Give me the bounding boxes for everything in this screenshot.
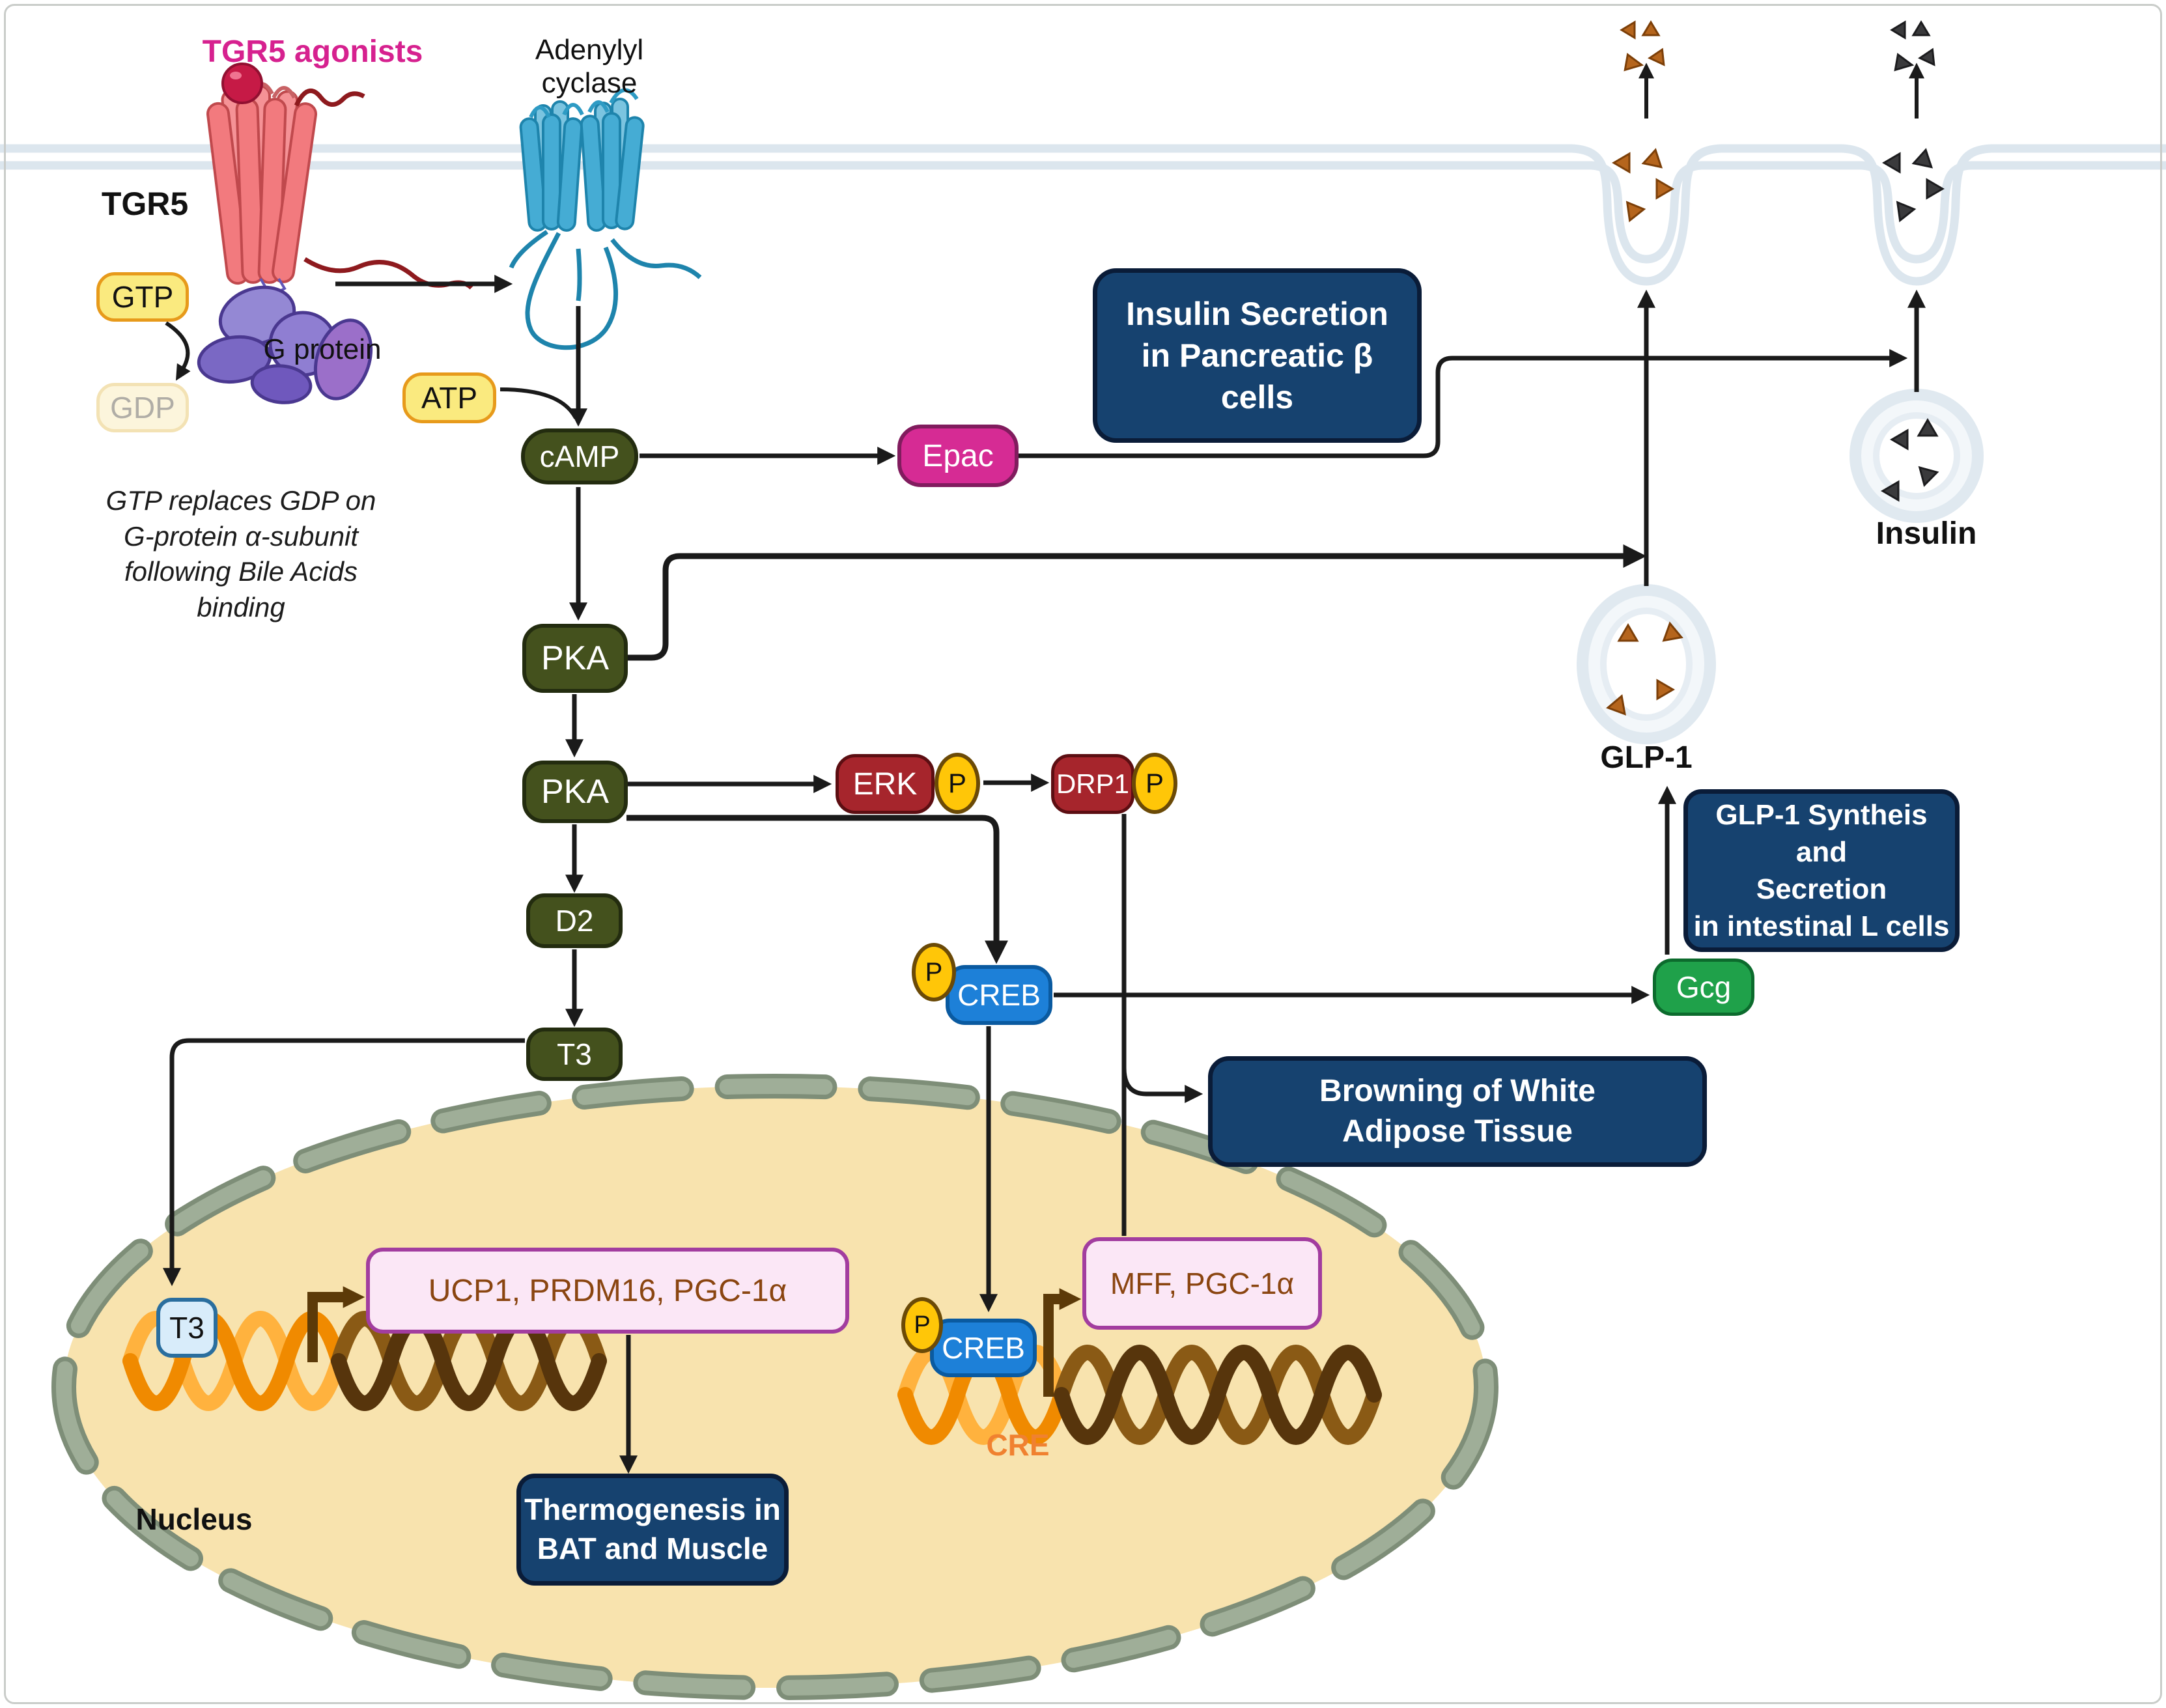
drp1-phospho-icon: P bbox=[1132, 753, 1177, 814]
erk-phospho-icon: P bbox=[935, 753, 980, 814]
insulin-secretion-box: Insulin Secretion in Pancreatic β cells bbox=[1093, 268, 1422, 443]
nucleus-label: Nucleus bbox=[135, 1502, 253, 1536]
mff-genes-box: MFF, PGC-1α bbox=[1082, 1237, 1322, 1330]
thermogenesis-box: Thermogenesis in BAT and Muscle bbox=[516, 1474, 789, 1586]
glp1-secreted-particles bbox=[1612, 20, 1674, 223]
curve-atp-join bbox=[499, 387, 578, 419]
erk-pill: ERK bbox=[836, 754, 935, 814]
arrow-pka-to-glp1-secretion bbox=[628, 544, 1647, 661]
g-protein-label: G protein bbox=[263, 333, 382, 365]
atp-pill: ATP bbox=[402, 372, 496, 423]
creb-nucleus-pill: CREB bbox=[930, 1319, 1037, 1377]
tgr5-label: TGR5 bbox=[101, 186, 189, 222]
camp-pill: cAMP bbox=[521, 428, 638, 484]
promoter-arrow-mff bbox=[1043, 1288, 1082, 1397]
drp1-pill: DRP1 bbox=[1051, 754, 1134, 814]
ucp1-genes-box: UCP1, PRDM16, PGC-1α bbox=[366, 1248, 849, 1334]
insulin-secreted-particles bbox=[1882, 20, 1945, 223]
cell-membrane bbox=[0, 144, 2166, 286]
insulin-vesicle-label: Insulin bbox=[1876, 516, 1977, 551]
adenylyl-cyclase-icon bbox=[509, 88, 702, 350]
tgr5-receptor-icon bbox=[206, 63, 473, 321]
insulin-vesicle-icon bbox=[1850, 389, 1984, 523]
t3-nucleus-pill: T3 bbox=[156, 1298, 218, 1358]
creb-nucleus-phospho-icon: P bbox=[901, 1297, 943, 1353]
nucleus bbox=[51, 1074, 1498, 1700]
glp1-synthesis-box: GLP-1 Syntheis and Secretion in intestin… bbox=[1683, 789, 1960, 952]
d2-pill: D2 bbox=[526, 893, 623, 948]
creb-cytoplasm-pill: CREB bbox=[946, 965, 1052, 1025]
glp1-vesicle-label: GLP-1 bbox=[1600, 740, 1693, 775]
creb-cytoplasm-phospho-icon: P bbox=[912, 943, 956, 1001]
arrow-drp1-to-browning bbox=[1121, 1067, 1203, 1103]
pka-lower-pill: PKA bbox=[522, 761, 628, 823]
browning-box: Browning of White Adipose Tissue bbox=[1208, 1056, 1707, 1167]
t3-pill: T3 bbox=[526, 1028, 623, 1081]
tgr5-agonists-label: TGR5 agonists bbox=[202, 35, 423, 69]
bile-acid-ligand-icon bbox=[221, 63, 263, 104]
arrow-t3-into-nucleus bbox=[163, 1038, 525, 1287]
pka-upper-pill: PKA bbox=[522, 624, 628, 693]
gcg-pill: Gcg bbox=[1653, 959, 1754, 1016]
adenylyl-cyclase-label: Adenylyl cyclase bbox=[535, 34, 644, 99]
g-protein-icon bbox=[197, 285, 373, 404]
cre-label: CRE bbox=[986, 1428, 1050, 1462]
gtp-exchange-note: GTP replaces GDP on G-protein α-subunit … bbox=[105, 485, 376, 623]
glp1-vesicle-icon bbox=[1577, 584, 1716, 744]
epac-pill: Epac bbox=[897, 425, 1019, 487]
arrow-gtp-to-gdp bbox=[165, 321, 191, 381]
arrow-pka-to-creb bbox=[626, 815, 1008, 964]
gtp-pill: GTP bbox=[96, 272, 189, 322]
promoter-arrow-ucp1 bbox=[307, 1286, 365, 1362]
arrow-epac-to-insulin-secretion bbox=[1019, 349, 1908, 458]
gdp-pill: GDP bbox=[96, 383, 189, 432]
